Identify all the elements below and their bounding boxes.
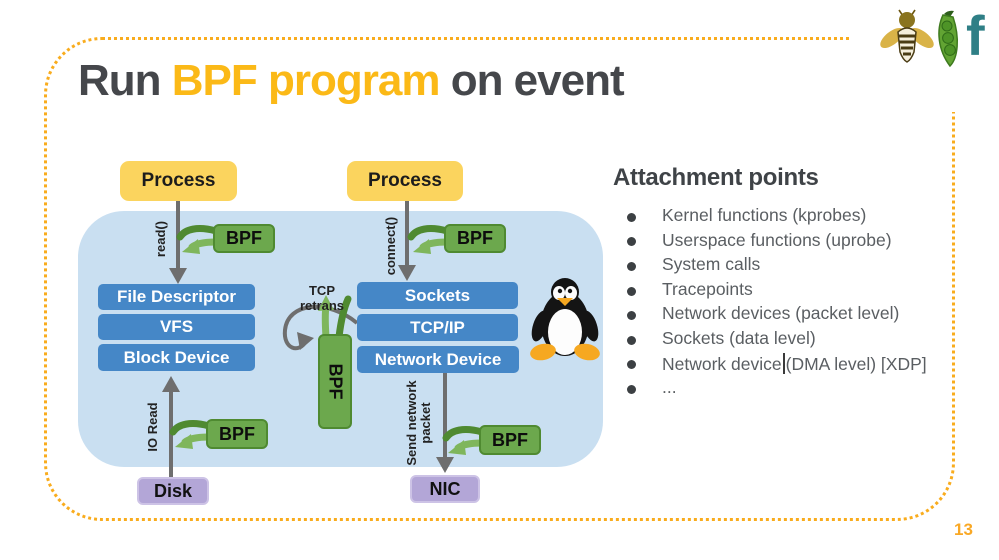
title-suffix: on event <box>439 56 625 105</box>
dotted-border <box>44 37 955 521</box>
list-item-label: Sockets (data level) <box>662 327 816 348</box>
attachment-points-panel: Attachment points Kernel functions (kpro… <box>613 164 985 402</box>
bullet-icon <box>627 237 636 247</box>
list-item: Userspace functions (uprobe) <box>613 230 985 255</box>
bpf-box-io: BPF <box>206 419 268 449</box>
bullet-icon <box>627 261 636 271</box>
bullet-icon <box>627 212 636 222</box>
read-label: read() <box>153 220 168 258</box>
layer-tcp-ip: TCP/IP <box>357 314 518 341</box>
list-item-editing[interactable]: Network device(DMA level) [XDP] <box>613 352 985 378</box>
page-number: 13 <box>954 520 973 539</box>
list-item: Tracepoints <box>613 279 985 304</box>
list-item-label: Userspace functions (uprobe) <box>662 229 892 250</box>
process-box-right: Process <box>347 161 463 201</box>
tcp-retrans-label: TCP retrans <box>299 283 345 313</box>
bullet-icon <box>627 384 636 394</box>
bpf-box-retrans: BPF <box>318 334 352 429</box>
connect-arrow <box>398 201 416 281</box>
bpf-box-read: BPF <box>213 224 275 253</box>
disk-box: Disk <box>137 477 209 505</box>
io-read-label: IO Read <box>145 402 160 452</box>
nic-box: NIC <box>410 475 480 503</box>
title-highlight: BPF program <box>171 56 441 105</box>
bpf-box-send: BPF <box>479 425 541 455</box>
layer-sockets: Sockets <box>357 282 518 309</box>
bpf-attach-io <box>169 420 213 449</box>
pea-pod-icon <box>938 10 958 68</box>
attachment-points-list: Kernel functions (kprobes) Userspace fun… <box>613 205 985 402</box>
bullet-icon <box>627 360 636 370</box>
send-packet-arrow <box>436 372 454 473</box>
list-item-label: Network devices (packet level) <box>662 303 900 324</box>
bpf-attach-read <box>176 225 220 254</box>
bpf-attach-retrans <box>318 295 352 341</box>
send-packet-label: Send network packet <box>404 380 433 466</box>
slide-title: Run BPF program on event <box>78 56 625 106</box>
bee-icon <box>880 9 934 63</box>
bullet-icon <box>627 286 636 296</box>
layer-vfs: VFS <box>98 314 255 340</box>
list-item-label: System calls <box>662 254 761 275</box>
layer-network-device: Network Device <box>357 346 519 373</box>
bpf-attach-send <box>442 426 486 455</box>
list-item-label: Network device(DMA level) [XDP] <box>662 352 927 375</box>
layer-file-descriptor: File Descriptor <box>98 284 255 310</box>
list-item: System calls <box>613 254 985 279</box>
tux-penguin-icon <box>530 278 600 361</box>
xdp-text-before: Network device <box>662 353 782 374</box>
list-item-label: Kernel functions (kprobes) <box>662 205 867 225</box>
list-item: Kernel functions (kprobes) <box>613 205 985 230</box>
text-cursor <box>782 352 785 374</box>
f-letter-icon: f <box>966 4 985 67</box>
list-item-label: Tracepoints <box>662 278 753 299</box>
bullet-icon <box>627 311 636 321</box>
logo-background <box>850 0 999 112</box>
bpf-attach-connect <box>407 225 451 254</box>
bullet-icon <box>627 335 636 345</box>
read-arrow <box>169 201 187 284</box>
connect-label: connect() <box>383 216 398 276</box>
list-item: Network devices (packet level) <box>613 303 985 328</box>
process-box-left: Process <box>120 161 237 201</box>
attachment-points-heading: Attachment points <box>613 164 819 191</box>
bpf-box-connect: BPF <box>444 224 506 253</box>
xdp-text-after: (DMA level) [XDP] <box>785 353 927 374</box>
list-item-label: ... <box>662 377 677 398</box>
list-item: ... <box>613 377 985 402</box>
title-prefix: Run <box>78 56 172 105</box>
layer-block-device: Block Device <box>98 344 255 371</box>
list-item: Sockets (data level) <box>613 328 985 353</box>
bpf-vert-label: BPF <box>325 363 346 400</box>
logo: f <box>880 8 999 78</box>
